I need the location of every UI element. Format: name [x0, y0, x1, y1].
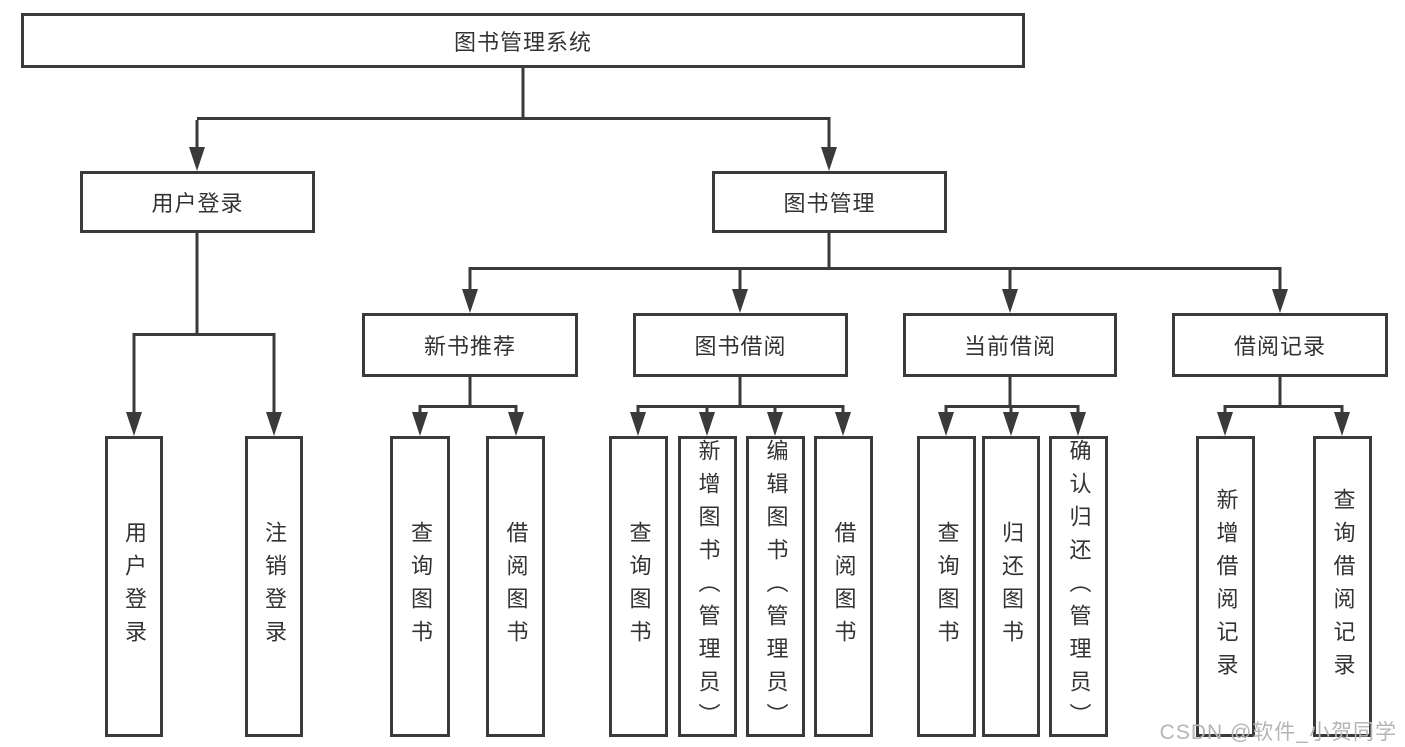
node-user-login: 用户登录 — [80, 171, 315, 233]
node-label: 用户登录 — [151, 191, 244, 216]
leaf-query-borrow-record: 查询借阅记录 — [1313, 436, 1372, 737]
node-new-book-recommend: 新书推荐 — [362, 313, 578, 377]
leaf-label: 借阅图书 — [503, 520, 529, 653]
leaf-query-books-current: 查询图书 — [917, 436, 976, 737]
leaf-confirm-return-admin: 确认归还（管理员） — [1049, 436, 1108, 737]
node-current-borrow: 当前借阅 — [903, 313, 1117, 377]
leaf-label: 归还图书 — [999, 520, 1024, 653]
leaf-label: 用户登录 — [122, 520, 147, 653]
node-label: 当前借阅 — [963, 334, 1056, 359]
node-label: 借阅记录 — [1233, 334, 1326, 359]
leaf-label: 新增借阅记录 — [1213, 487, 1239, 686]
leaf-label: 查询图书 — [934, 520, 960, 653]
csdn-watermark: CSDN @软件_小贺同学 — [1159, 721, 1397, 744]
leaf-edit-books-admin: 编辑图书（管理员） — [746, 436, 805, 737]
leaf-label: 注销登录 — [262, 520, 287, 653]
leaf-borrow-books: 借阅图书 — [814, 436, 873, 737]
node-label: 图书管理系统 — [453, 29, 592, 55]
node-book-borrow: 图书借阅 — [633, 313, 848, 377]
leaf-query-books-recommend: 查询图书 — [390, 436, 450, 737]
leaf-label: 新增图书（管理员） — [695, 439, 721, 736]
leaf-add-books-admin: 新增图书（管理员） — [678, 436, 737, 737]
leaf-label: 查询图书 — [626, 520, 652, 653]
leaf-label: 查询借阅记录 — [1330, 487, 1356, 686]
node-label: 图书管理 — [783, 191, 876, 216]
node-label: 图书借阅 — [694, 334, 787, 359]
node-book-management-system: 图书管理系统 — [21, 13, 1025, 68]
leaf-logout: 注销登录 — [245, 436, 303, 737]
node-book-management: 图书管理 — [712, 171, 947, 233]
leaf-return-books: 归还图书 — [982, 436, 1040, 737]
node-label: 新书推荐 — [423, 334, 516, 359]
leaf-add-borrow-record: 新增借阅记录 — [1196, 436, 1255, 737]
leaf-label: 借阅图书 — [831, 520, 857, 653]
leaf-label: 查询图书 — [408, 520, 433, 653]
node-borrow-records: 借阅记录 — [1172, 313, 1388, 377]
leaf-user-login: 用户登录 — [105, 436, 163, 737]
leaf-query-books-borrow: 查询图书 — [609, 436, 668, 737]
leaf-label: 确认归还（管理员） — [1066, 439, 1092, 736]
leaf-label: 编辑图书（管理员） — [763, 439, 789, 736]
leaf-borrow-books-recommend: 借阅图书 — [486, 436, 545, 737]
